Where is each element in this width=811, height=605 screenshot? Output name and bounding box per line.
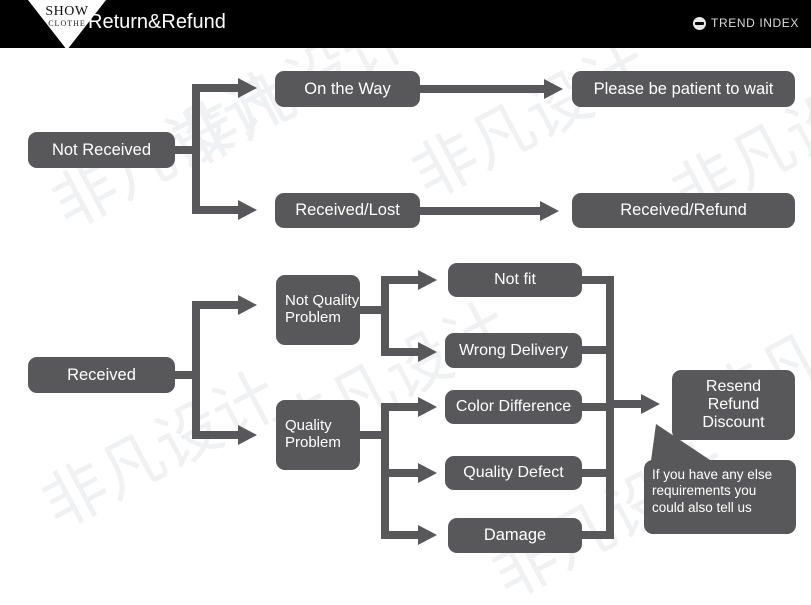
- arrow-received-lost-to-result: [540, 201, 559, 221]
- connector-to-quality: [192, 431, 244, 439]
- page-title: Return&Refund: [88, 11, 226, 33]
- arrow-to-quality-defect: [418, 463, 437, 483]
- brand-logo: SHOW CLOTHE: [28, 0, 106, 50]
- trend-index-label: TREND INDEX: [711, 16, 799, 30]
- connector-to-damage: [381, 531, 423, 539]
- connector-to-not-fit: [381, 276, 423, 284]
- connector-wrong-delivery-merge: [580, 346, 614, 354]
- node-quality-problem-label: Quality Problem: [285, 417, 341, 451]
- connector-not-received-stem: [174, 146, 200, 154]
- node-on-the-way[interactable]: On the Way: [275, 71, 420, 107]
- connector-to-wrong-delivery: [381, 348, 423, 356]
- connector-received-stem: [174, 371, 200, 379]
- node-received-refund[interactable]: Received/Refund: [572, 193, 795, 228]
- connector-received-bus: [192, 301, 200, 439]
- arrow-to-on-the-way: [238, 78, 257, 98]
- node-not-fit[interactable]: Not fit: [448, 263, 582, 297]
- node-not-received[interactable]: Not Received: [28, 132, 175, 168]
- connector-not-quality-bus: [381, 276, 389, 356]
- arrow-to-quality: [238, 425, 257, 445]
- arrow-to-color-difference: [418, 397, 437, 417]
- node-color-difference[interactable]: Color Difference: [445, 390, 582, 424]
- connector-received-lost-to-result: [420, 207, 545, 215]
- connector-to-quality-defect: [381, 469, 423, 477]
- connector-to-color-difference: [381, 403, 423, 411]
- node-received-lost[interactable]: Received/Lost: [275, 193, 420, 228]
- arrow-on-the-way-to-result: [544, 79, 563, 99]
- trend-index-badge: TREND INDEX: [693, 16, 799, 30]
- connector-to-on-the-way: [192, 84, 244, 92]
- node-please-be-patient[interactable]: Please be patient to wait: [572, 71, 795, 107]
- node-resend-refund-discount[interactable]: Resend Refund Discount: [672, 370, 795, 440]
- connector-damage-merge: [580, 531, 614, 539]
- arrow-to-received-lost: [238, 200, 257, 220]
- connector-merge-to-outcome: [606, 400, 648, 408]
- connector-not-fit-merge: [580, 276, 614, 284]
- arrow-to-not-quality: [238, 295, 257, 315]
- node-quality-defect[interactable]: Quality Defect: [445, 456, 582, 490]
- connector-color-difference-merge: [580, 403, 614, 411]
- node-not-quality-problem[interactable]: Not Quality Problem: [276, 275, 360, 345]
- header-bar: [0, 0, 811, 48]
- connector-not-quality-stem: [359, 306, 388, 314]
- connector-to-not-quality: [192, 301, 244, 309]
- outcome-line-1: Resend: [705, 378, 762, 396]
- node-received[interactable]: Received: [28, 357, 175, 393]
- outcome-line-2: Refund: [707, 396, 760, 414]
- connector-not-received-bus: [192, 84, 200, 214]
- node-quality-problem[interactable]: Quality Problem: [276, 400, 360, 470]
- node-damage[interactable]: Damage: [448, 518, 582, 553]
- node-not-quality-problem-label: Not Quality Problem: [285, 292, 360, 326]
- connector-quality-stem: [359, 431, 388, 439]
- connector-quality-bus: [381, 403, 389, 531]
- arrow-merge-to-outcome: [641, 394, 660, 414]
- note-line-1: If you have any else: [652, 467, 773, 482]
- note-line-2: requirements you: [652, 483, 757, 499]
- speech-bubble-note[interactable]: If you have any else requirements you co…: [644, 460, 796, 534]
- node-wrong-delivery[interactable]: Wrong Delivery: [445, 333, 582, 368]
- connector-quality-defect-merge: [580, 469, 614, 477]
- logo-primary-text: SHOW: [45, 4, 89, 19]
- arrow-to-wrong-delivery: [418, 342, 437, 362]
- arrow-to-damage: [418, 525, 437, 545]
- connector-to-received-lost: [192, 206, 244, 214]
- globe-icon: [693, 16, 707, 30]
- arrow-to-not-fit: [418, 270, 437, 290]
- logo-secondary-text: CLOTHE: [48, 19, 86, 28]
- logo-triangle-icon: [28, 0, 106, 50]
- connector-on-the-way-to-result: [420, 85, 550, 93]
- note-line-3: could also tell us: [652, 499, 752, 515]
- speech-bubble-tail-icon: [650, 424, 722, 468]
- outcome-line-3: Discount: [702, 413, 765, 431]
